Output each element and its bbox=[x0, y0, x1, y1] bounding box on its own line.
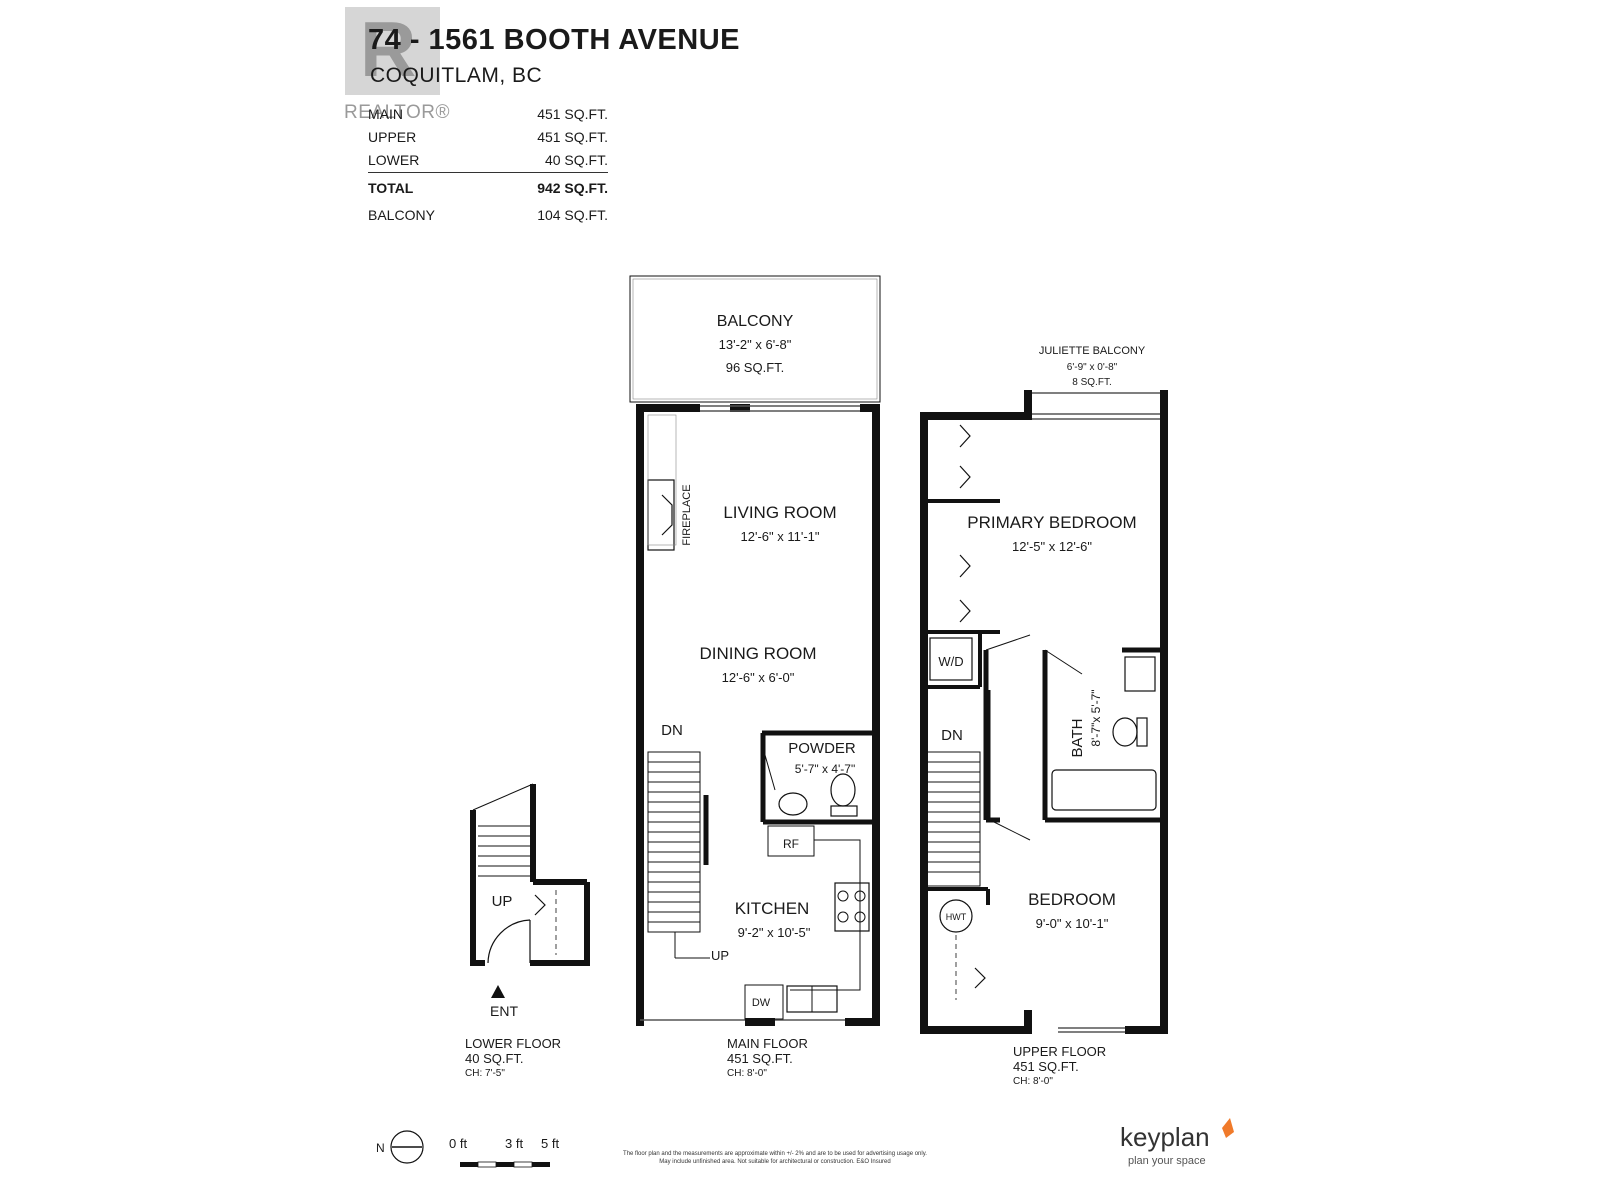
property-address: 74 - 1561 BOOTH AVENUE bbox=[368, 24, 740, 56]
main-up-label: UP bbox=[711, 948, 729, 963]
area-label: LOWER bbox=[368, 149, 488, 173]
bath-sink bbox=[1124, 656, 1156, 692]
area-value: 104 SQ.FT. bbox=[537, 207, 608, 223]
upper-floor-area: 451 SQ.FT. bbox=[1013, 1059, 1079, 1074]
scale-three: 3 ft bbox=[505, 1136, 523, 1151]
balcony-label: BALCONY bbox=[717, 313, 794, 330]
scale-five: 5 ft bbox=[541, 1136, 559, 1151]
bathtub bbox=[1051, 769, 1157, 811]
area-value: 451 SQ.FT. bbox=[537, 106, 608, 122]
entry-door-swing bbox=[487, 919, 531, 964]
dining-room-dims: 12'-6" x 6'-0" bbox=[722, 670, 795, 685]
stove bbox=[834, 882, 870, 932]
dining-room-label: DINING ROOM bbox=[699, 644, 816, 663]
living-room-dims: 12'-6" x 11'-1" bbox=[741, 529, 820, 544]
kitchen-label: KITCHEN bbox=[735, 899, 810, 918]
area-row-balcony: BALCONY 104 SQ.FT. bbox=[368, 204, 608, 227]
area-row-upper: UPPER 451 SQ.FT. bbox=[368, 126, 608, 149]
fridge-label: RF bbox=[783, 837, 799, 851]
washer-dryer bbox=[929, 637, 973, 681]
area-value: 451 SQ.FT. bbox=[537, 129, 608, 145]
dishwasher-label: DW bbox=[752, 997, 771, 1009]
primary-bedroom-dims: 12'-5" x 12'-6" bbox=[1012, 539, 1092, 554]
disclaimer-line-1: The floor plan and the measurements are … bbox=[623, 1151, 927, 1157]
hwt-label: HWT bbox=[946, 912, 967, 922]
wd-label: W/D bbox=[938, 654, 963, 669]
main-dn-label: DN bbox=[661, 722, 683, 739]
main-floor-walls bbox=[636, 404, 880, 1026]
area-label: BALCONY bbox=[368, 207, 435, 223]
realtor-logo-text: REALTOR® bbox=[344, 102, 450, 123]
main-stairs bbox=[647, 751, 710, 959]
north-label: N bbox=[376, 1141, 385, 1155]
disclaimer-line-2: May include unfinished area. Not suitabl… bbox=[659, 1159, 891, 1166]
balcony-outline bbox=[629, 275, 881, 403]
juliette-label: JULIETTE BALCONY bbox=[1039, 345, 1146, 357]
main-floor-area: 451 SQ.FT. bbox=[727, 1051, 793, 1066]
keyplan-logo: keyplan bbox=[1120, 1122, 1210, 1152]
balcony-area: 96 SQ.FT. bbox=[726, 360, 785, 375]
area-value: 942 SQ.FT. bbox=[488, 172, 608, 204]
living-room-label: LIVING ROOM bbox=[723, 503, 836, 522]
juliette-dims: 6'-9" x 0'-8" bbox=[1067, 362, 1118, 373]
realtor-logo-icon: R bbox=[360, 5, 417, 93]
upper-dn-label: DN bbox=[941, 727, 963, 744]
scale-zero: 0 ft bbox=[449, 1136, 467, 1151]
scale-bar bbox=[390, 1130, 550, 1168]
balcony-dims: 13'-2" x 6'-8" bbox=[719, 337, 792, 352]
upper-floor-name: UPPER FLOOR bbox=[1013, 1044, 1106, 1059]
juliette-area: 8 SQ.FT. bbox=[1072, 377, 1111, 388]
bath-label: BATH bbox=[1069, 719, 1086, 758]
fireplace-label: FIREPLACE bbox=[681, 484, 693, 545]
disclaimer: The floor plan and the measurements are … bbox=[585, 1150, 965, 1167]
realtor-logo-box bbox=[345, 7, 440, 95]
primary-bedroom-label: PRIMARY BEDROOM bbox=[967, 513, 1136, 532]
hot-water-tank bbox=[939, 899, 973, 933]
entry-label: ENT bbox=[490, 1003, 518, 1019]
fridge-outline bbox=[767, 825, 815, 857]
bath-dims: 8'-7"x 5'-7" bbox=[1089, 689, 1103, 746]
lower-stairs bbox=[478, 825, 530, 877]
lower-floor-ch: CH: 7'-5" bbox=[465, 1068, 505, 1079]
lower-floor-name: LOWER FLOOR bbox=[465, 1036, 561, 1051]
powder-dims: 5'-7" x 4'-7" bbox=[795, 762, 855, 776]
powder-sink bbox=[778, 792, 808, 816]
bedroom-label: BEDROOM bbox=[1028, 890, 1116, 909]
area-label: UPPER bbox=[368, 129, 417, 145]
main-floor-name: MAIN FLOOR bbox=[727, 1036, 808, 1051]
property-city: COQUITLAM, BC bbox=[370, 64, 543, 87]
lower-up-label: UP bbox=[492, 893, 513, 910]
keyplan-tagline: plan your space bbox=[1128, 1155, 1206, 1167]
upper-floor-ch: CH: 8'-0" bbox=[1013, 1076, 1053, 1087]
dishwasher bbox=[744, 984, 784, 1020]
area-label: MAIN bbox=[368, 106, 403, 122]
kitchen-dims: 9'-2" x 10'-5" bbox=[738, 925, 811, 940]
entry-arrow-icon bbox=[491, 985, 505, 998]
powder-label: POWDER bbox=[788, 740, 856, 757]
north-compass-icon bbox=[390, 1130, 424, 1164]
area-label: TOTAL bbox=[368, 172, 488, 204]
area-row-main: MAIN 451 SQ.FT. bbox=[368, 103, 608, 126]
bedroom-dims: 9'-0" x 10'-1" bbox=[1036, 916, 1109, 931]
upper-stairs bbox=[925, 751, 981, 887]
upper-floor-walls bbox=[920, 390, 1168, 1034]
lower-floor-walls bbox=[470, 784, 590, 966]
lower-floor-area: 40 SQ.FT. bbox=[465, 1051, 524, 1066]
main-floor-ch: CH: 8'-0" bbox=[727, 1068, 767, 1079]
